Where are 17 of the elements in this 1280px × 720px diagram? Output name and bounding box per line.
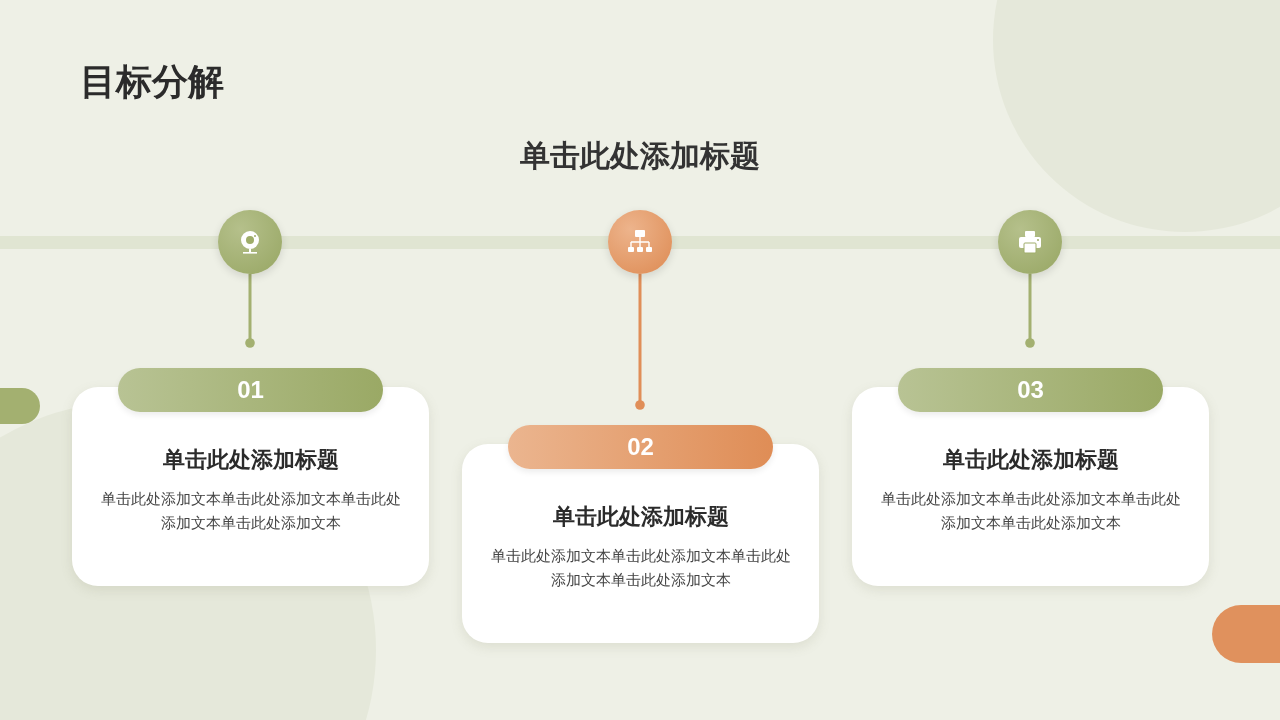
step-number: 02	[508, 425, 773, 469]
card-text: 单击此处添加文本单击此处添加文本单击此处添加文本单击此处添加文本	[489, 547, 792, 590]
step-number: 01	[118, 368, 383, 412]
card-heading: 单击此处添加标题	[551, 503, 730, 531]
connector-line	[635, 274, 645, 410]
connector-line	[245, 274, 255, 348]
card-text: 单击此处添加文本单击此处添加文本单击此处添加文本单击此处添加文本	[99, 490, 402, 533]
card-heading: 单击此处添加标题	[161, 446, 340, 474]
icon-circle	[218, 210, 282, 274]
card-text: 单击此处添加文本单击此处添加文本单击此处添加文本单击此处添加文本	[879, 490, 1182, 533]
step-number: 03	[898, 368, 1163, 412]
subtitle: 单击此处添加标题	[520, 137, 760, 175]
card-heading: 单击此处添加标题	[941, 446, 1120, 474]
slide-title: 目标分解	[80, 60, 224, 104]
icon-circle	[998, 210, 1062, 274]
connector-line	[1025, 274, 1035, 348]
icon-circle	[608, 210, 672, 274]
